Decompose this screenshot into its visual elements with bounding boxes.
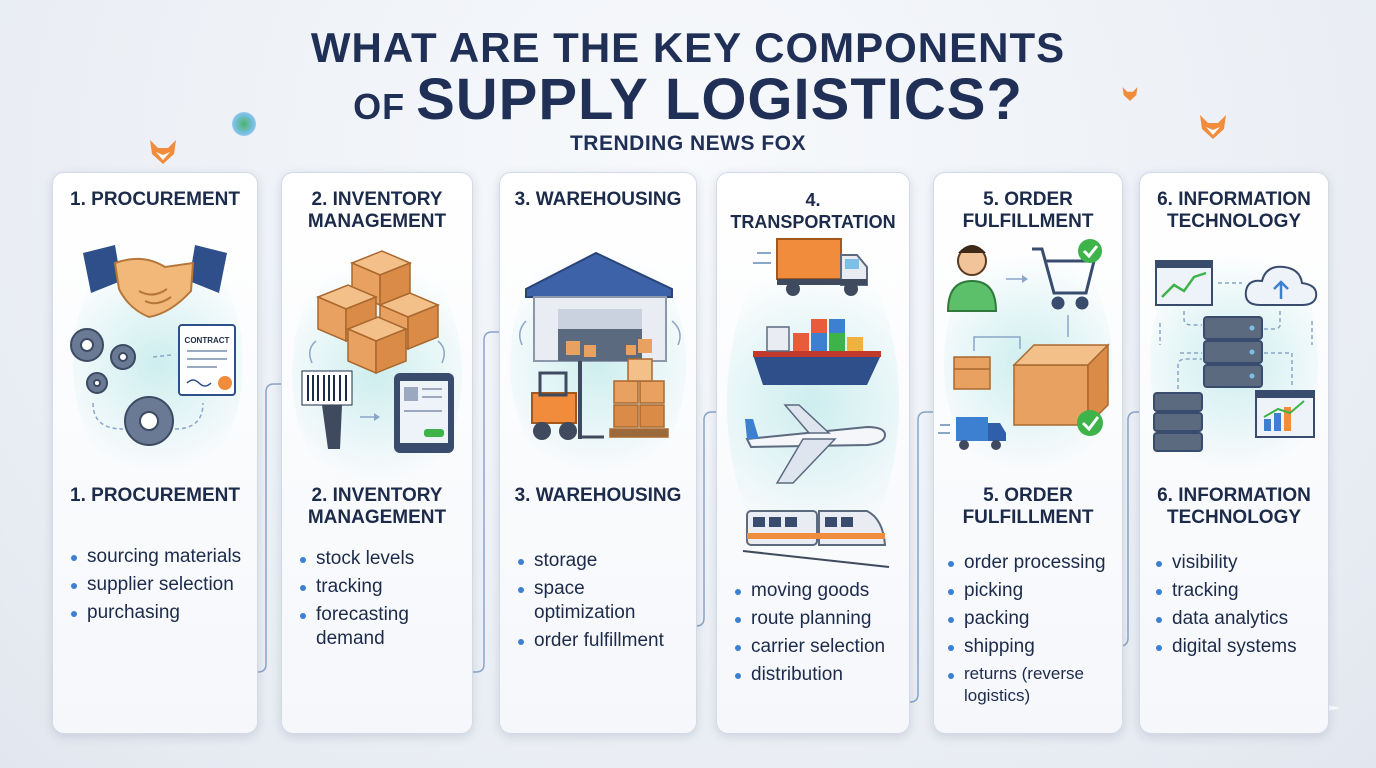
tablet-icon: [394, 373, 454, 453]
card-subtitle: 2. INVENTORY MANAGEMENT: [307, 485, 447, 528]
fox-icon: [150, 140, 176, 164]
warehousing-illustration: [519, 251, 681, 440]
list-item: data analytics: [1154, 607, 1322, 631]
page-title-line2: OF SUPPLY LOGISTICS?: [0, 66, 1376, 133]
card-order-fulfillment: 5. ORDER FULFILLMENT: [933, 172, 1123, 734]
bullet-list: moving goods route planning carrier sele…: [733, 579, 903, 691]
list-item: returns (reverse logistics): [946, 663, 1116, 707]
customer-icon: [946, 245, 998, 312]
list-item: shipping: [946, 635, 1116, 659]
list-item: carrier selection: [733, 635, 903, 659]
list-item: picking: [946, 579, 1116, 603]
boxes-icon: [316, 250, 440, 375]
card-title: 1. PROCUREMENT: [70, 189, 240, 210]
shopping-cart-icon: [1032, 247, 1096, 310]
bullet-list: visibility tracking data analytics digit…: [1154, 551, 1322, 663]
server-icon: [1153, 392, 1203, 452]
transportation-illustration: [742, 238, 890, 568]
truck-icon: [753, 238, 868, 296]
card-information-technology: 6. INFORMATION TECHNOLOGY: [1139, 172, 1329, 734]
list-item: packing: [946, 607, 1116, 631]
handshake-icon: [83, 245, 227, 319]
list-item: tracking: [1154, 579, 1322, 603]
list-item: purchasing: [69, 601, 251, 625]
airplane-icon: [745, 404, 887, 484]
list-item: moving goods: [733, 579, 903, 603]
bullet-list: storage space optimization order fulfill…: [516, 549, 690, 657]
card-procurement: 1. PROCUREMENT CONTRACT: [52, 172, 258, 734]
card-inventory-management: 2. INVENTORY MANAGEMENT: [281, 172, 473, 734]
barcode-scanner-icon: [301, 370, 380, 449]
forklift-icon: [531, 361, 604, 440]
card-title: 4. TRANSPORTATION: [730, 190, 896, 232]
fox-icon: [1122, 87, 1138, 101]
card-title: 2. INVENTORY MANAGEMENT: [307, 189, 447, 232]
cloud-icon: [1244, 265, 1318, 306]
list-item: route planning: [733, 607, 903, 631]
gears-icon: [70, 328, 174, 446]
check-icon: [1078, 239, 1102, 263]
package-icon: [953, 343, 1110, 427]
list-item: forecasting demand: [298, 603, 436, 651]
train-icon: [742, 510, 890, 568]
card-subtitle: 5. ORDER FULFILLMENT: [962, 485, 1094, 528]
list-item: stock levels: [298, 547, 466, 571]
bullet-list: order processing picking packing shippin…: [946, 551, 1116, 711]
monitor-chart-icon: [1155, 260, 1213, 306]
card-title: 6. INFORMATION TECHNOLOGY: [1157, 189, 1311, 232]
list-item: storage: [516, 549, 690, 573]
globe-icon: [232, 112, 256, 136]
contract-icon: CONTRACT: [178, 324, 236, 396]
check-icon: [1077, 410, 1103, 436]
page-title-prefix: OF: [353, 86, 417, 127]
bullet-list: sourcing materials supplier selection pu…: [69, 545, 251, 629]
card-title: 5. ORDER FULFILLMENT: [962, 189, 1094, 232]
list-item: supplier selection: [69, 573, 251, 597]
card-title: 3. WAREHOUSING: [514, 189, 682, 210]
page-title-line1: WHAT ARE THE KEY COMPONENTS: [310, 24, 1066, 71]
analytics-monitor-icon: [1255, 390, 1315, 438]
bullet-list: stock levels tracking forecasting demand: [298, 547, 466, 655]
list-item: digital systems: [1154, 635, 1322, 659]
delivery-van-icon: [938, 417, 1006, 450]
list-item: order processing: [946, 551, 1116, 575]
svg-text:CONTRACT: CONTRACT: [185, 336, 230, 345]
list-item: order fulfillment: [516, 629, 690, 653]
list-item: visibility: [1154, 551, 1322, 575]
card-subtitle: 6. INFORMATION TECHNOLOGY: [1157, 485, 1311, 528]
warehouse-icon: [525, 251, 673, 362]
it-illustration: [1153, 260, 1318, 452]
card-warehousing: 3. WAREHOUSING: [499, 172, 697, 734]
list-item: space optimization: [516, 577, 690, 625]
fox-icon: [1200, 115, 1226, 139]
list-item: sourcing materials: [69, 545, 251, 569]
procurement-illustration: CONTRACT: [70, 245, 236, 446]
page-subtitle: TRENDING NEWS FOX: [569, 132, 806, 155]
server-icon: [1203, 316, 1263, 388]
order-fulfillment-illustration: [938, 239, 1110, 450]
pallet-boxes-icon: [609, 358, 669, 438]
page-title-main: SUPPLY LOGISTICS?: [416, 67, 1023, 132]
list-item: tracking: [298, 575, 466, 599]
list-item: distribution: [733, 663, 903, 687]
card-transportation: 4. TRANSPORTATION: [716, 172, 910, 734]
card-subtitle: 1. PROCUREMENT: [70, 485, 240, 506]
inventory-illustration: [301, 250, 454, 453]
card-subtitle: 3. WAREHOUSING: [514, 485, 682, 506]
ship-icon: [753, 319, 881, 385]
